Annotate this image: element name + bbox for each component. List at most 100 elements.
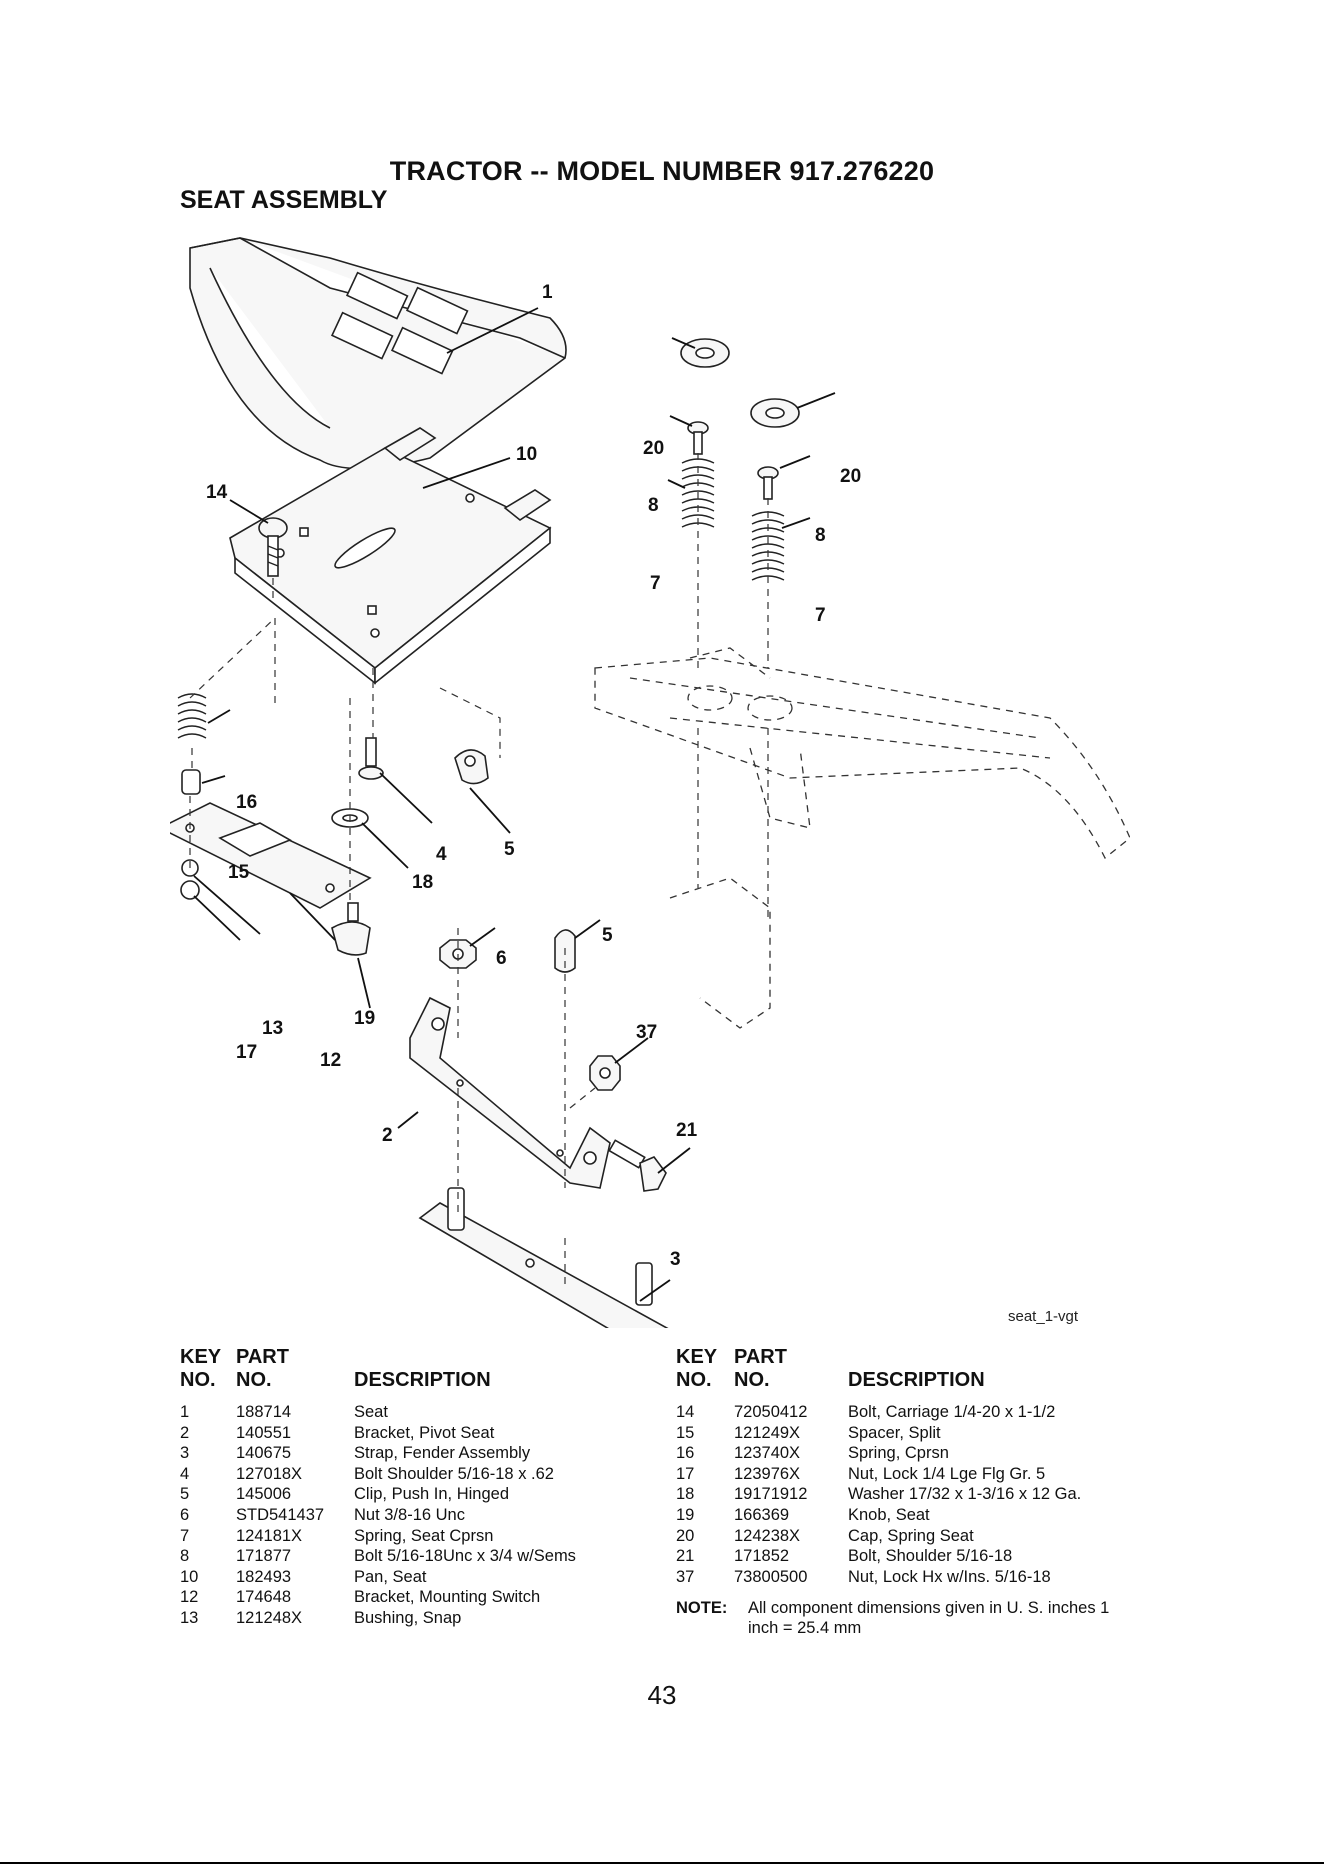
part-no: 73800500 [734,1567,808,1586]
key-no: 15 [676,1423,695,1442]
header-key: KEY [180,1346,222,1368]
lock-nut-37-part [589,1055,621,1091]
key-no: 4 [180,1464,190,1483]
key-no: 17 [676,1464,695,1483]
part-description: Nut, Lock Hx w/Ins. 5/16-18 [848,1567,1051,1586]
part-no: 166369 [734,1505,790,1524]
spring-16-part [177,693,207,739]
part-description: Bolt Shoulder 5/16-18 x .62 [354,1464,554,1483]
part-no: 174648 [236,1588,292,1607]
callout-1: 1 [542,282,553,303]
clip-5-upper-part [454,749,489,785]
callout-5-upper: 5 [504,839,515,860]
header-key-no: NO. [180,1369,216,1391]
spring-cap-right-part [750,398,800,428]
part-description: Spring, Seat Cprsn [354,1526,494,1545]
key-no: 2 [180,1423,190,1442]
part-description: Spring, Cprsn [848,1444,949,1463]
key-no: 18 [676,1485,695,1504]
part-no: 127018X [236,1464,303,1483]
page-number: 43 [647,1680,677,1710]
header-key-no: NO. [676,1369,712,1391]
exploded-parts-diagram: 1 14 10 20 20 8 8 7 7 16 15 4 5 18 13 17… [170,237,1130,1328]
callout-labels: 1 14 10 20 20 8 8 7 7 16 15 4 5 18 13 17… [206,282,861,1270]
part-no: 19171912 [734,1485,808,1504]
callout-14: 14 [206,482,228,503]
drawing-id: seat_1-vgt [1008,1308,1079,1325]
part-description: Nut, Lock 1/4 Lge Flg Gr. 5 [848,1464,1046,1483]
note-label: NOTE: [676,1599,728,1617]
shoulder-bolt-21-part [608,1139,667,1192]
part-description: Bolt, Carriage 1/4-20 x 1-1/2 [848,1403,1056,1421]
part-description: Clip, Push In, Hinged [354,1485,510,1504]
key-no: 20 [676,1526,695,1545]
callout-16: 16 [236,792,257,813]
key-no: 8 [180,1547,190,1566]
mounting-switch-bracket-part [170,802,372,909]
part-description: Spacer, Split [848,1423,941,1442]
part-no: 124181X [236,1526,303,1545]
callout-21: 21 [676,1120,698,1141]
seat-pan-part [229,427,552,685]
callout-13: 13 [262,1018,283,1039]
page-title: TRACTOR -- MODEL NUMBER 917.276220 [389,156,935,186]
bolt-8-right-part [757,466,779,500]
fender-phantom-outline [594,647,1130,1029]
key-no: 3 [180,1444,190,1463]
part-no: 123976X [734,1464,801,1483]
key-no: 16 [676,1444,695,1463]
part-no: 182493 [236,1567,292,1586]
header-part: PART [734,1346,787,1368]
part-no: 121248X [236,1608,303,1627]
bolt-8-left-part [687,421,709,455]
key-no: 6 [180,1505,190,1524]
part-no: 188714 [236,1403,292,1421]
key-no: 12 [180,1588,199,1607]
key-no: 5 [180,1485,190,1504]
part-description: Bracket, Pivot Seat [354,1423,495,1442]
part-description: Bolt 5/16-18Unc x 3/4 w/Sems [354,1547,576,1566]
part-no: 171877 [236,1547,292,1566]
part-no: STD541437 [236,1505,325,1524]
key-no: 1 [180,1403,190,1421]
leader-lines [193,307,836,1302]
part-description: Pan, Seat [354,1567,427,1586]
callout-3: 3 [670,1249,681,1270]
callout-17: 17 [236,1042,257,1063]
header-part: PART [236,1346,289,1368]
callout-10: 10 [516,444,537,465]
header-part-no: NO. [236,1369,272,1391]
callout-7-right: 7 [815,605,826,626]
note-text: All component dimensions given in U. S. … [748,1599,1110,1637]
bottom-rule [0,1862,1324,1864]
pivot-seat-bracket-part [409,996,611,1189]
key-no: 21 [676,1547,695,1566]
spring-cap-left-part [680,338,730,368]
header-description: DESCRIPTION [848,1369,985,1391]
part-no: 123740X [734,1444,801,1463]
callout-15: 15 [228,862,250,883]
part-no: 140675 [236,1444,292,1463]
callout-4: 4 [436,844,447,865]
callout-8-left: 8 [648,495,659,516]
callout-12: 12 [320,1050,341,1071]
part-description: Cap, Spring Seat [848,1526,974,1545]
part-description: Strap, Fender Assembly [354,1444,531,1463]
part-description: Knob, Seat [848,1505,930,1524]
callout-7-left: 7 [650,573,661,594]
callout-20-right: 20 [840,466,861,487]
callout-2: 2 [382,1125,393,1146]
carriage-bolt-part [258,517,288,577]
callout-18: 18 [412,872,433,893]
spacer-15-part [181,769,201,795]
key-no: 10 [180,1567,199,1586]
callout-6: 6 [496,948,507,969]
callout-37: 37 [636,1022,657,1043]
callout-8-right: 8 [815,525,826,546]
part-description: Bolt, Shoulder 5/16-18 [848,1547,1013,1566]
seat-part [189,237,567,470]
section-title: SEAT ASSEMBLY [180,186,388,214]
part-description: Bracket, Mounting Switch [354,1588,541,1607]
header-key: KEY [676,1346,718,1368]
key-no: 14 [676,1403,695,1421]
